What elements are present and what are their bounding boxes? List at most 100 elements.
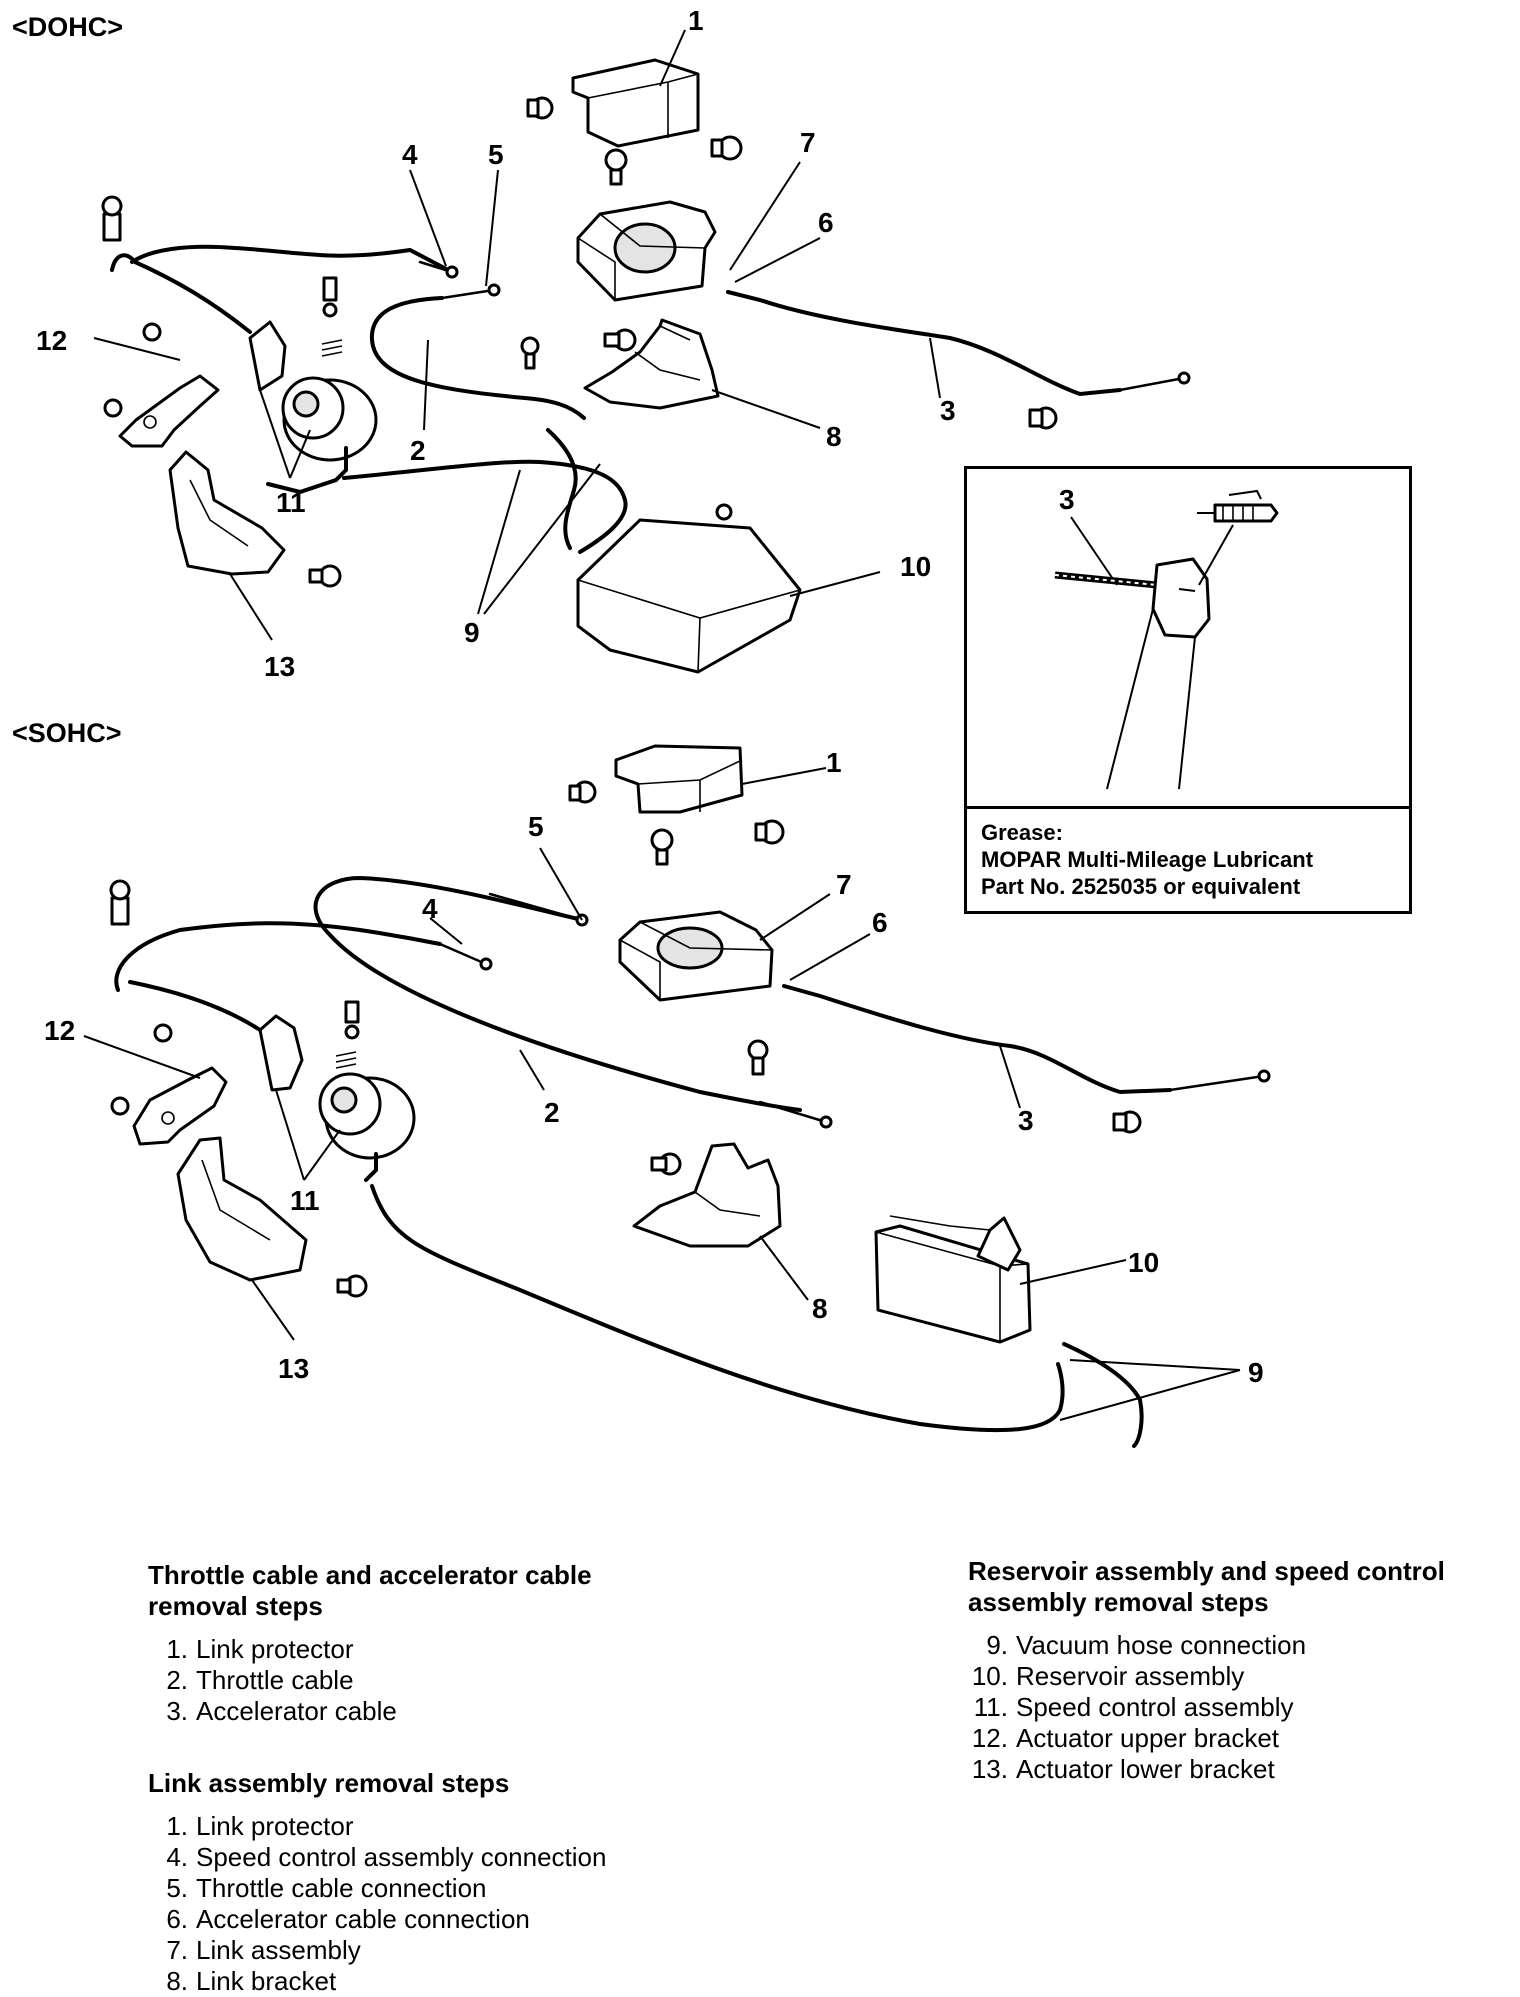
dohc-speed-control-actuator [248,320,378,495]
sohc-vacuum-hose-b [1062,1342,1144,1448]
sohc-link-assembly [618,910,774,1002]
reservoir-steps-title-line-1: Reservoir assembly and speed control [968,1556,1445,1586]
dohc-callout-9: 9 [464,617,480,648]
dohc-callout-4: 4 [402,139,418,170]
sohc-bolt-11b [335,1051,357,1069]
dohc-callout-5: 5 [488,139,504,170]
list-item: 13.Actuator lower bracket [971,1754,1275,1784]
dohc-callout-6: 6 [818,207,834,238]
sohc-callout-13: 13 [278,1353,309,1384]
throttle-steps-title-line-2: removal steps [148,1591,323,1621]
sohc-bolt-8b [747,1039,769,1076]
dohc-bolt-1b [710,135,743,161]
sohc-callout-6: 6 [872,907,888,938]
dohc-callout-11: 11 [276,487,306,518]
sohc-reservoir [874,1215,1032,1344]
sohc-callout-4: 4 [422,893,438,924]
dohc-throttle-cable-end [440,288,496,300]
list-item: 4.Speed control assembly connection [166,1842,607,1872]
dohc-vacuum-hose-b [546,428,578,550]
sohc-link-protector [614,744,744,814]
list-item: 11.Speed control assembly [973,1692,1294,1722]
dohc-bolt-11a [322,276,338,318]
grease-tube-icon [1197,489,1279,523]
sohc-nut-12b [110,1096,130,1116]
link-steps-title: Link assembly removal steps [148,1768,510,1798]
reservoir-steps-title-line-2: assembly removal steps [968,1587,1269,1617]
list-item: 1.Link protector [166,1634,354,1664]
sohc-heading: <SOHC> [12,718,122,748]
sohc-callout-9: 9 [1248,1357,1264,1388]
grease-note-line-2: MOPAR Multi-Mileage Lubricant [981,847,1314,872]
dohc-callout-12: 12 [36,325,67,356]
grease-note-line-3: Part No. 2525035 or equivalent [981,874,1301,899]
inset-illustration: 3 [1054,484,1279,790]
sohc-bolt-1b [754,819,785,845]
sohc-accelerator-cable [782,984,1172,1095]
sohc-callout-3: 3 [1018,1105,1034,1136]
reservoir-steps-title: Reservoir assembly and speed control ass… [968,1556,1445,1618]
list-item: 1.Link protector [166,1811,354,1841]
dohc-reservoir [576,518,802,674]
grease-detail-inset: 3 Grease: MOPAR Multi-Mileage Lubricant … [964,466,1412,914]
sohc-bolt-8a [650,1152,682,1176]
dohc-bolt-11b [321,339,343,357]
list-item: 9.Vacuum hose connection [986,1630,1307,1660]
dohc-diagram: 1 4 5 7 6 12 2 3 8 11 10 9 13 [36,5,1191,682]
dohc-cable-4-actuator [110,253,252,334]
sohc-nut-12a [153,1023,173,1043]
dohc-bolt-1a [526,96,554,120]
inset-lever-end [1151,557,1211,639]
dohc-actuator-upper-bracket [118,374,220,448]
dohc-heading: <DOHC> [12,12,124,42]
dohc-callout-8: 8 [826,421,842,452]
dohc-actuator-lower-bracket [168,450,286,576]
dohc-accelerator-cable-end [1118,376,1186,392]
sohc-callout-2: 2 [544,1097,560,1128]
sohc-bolt-13 [336,1274,368,1298]
dohc-callout-10: 10 [900,551,931,582]
grease-note: Grease: MOPAR Multi-Mileage Lubricant Pa… [967,806,1409,911]
link-assembly-removal-steps: Link assembly removal steps 1.Link prote… [148,1768,606,1997]
list-item: 6.Accelerator cable connection [166,1904,530,1934]
sohc-throttle-cable-end [488,892,584,922]
throttle-steps-list: 1.Link protector 2.Throttle cable 3.Acce… [148,1634,592,1727]
dohc-callout-13: 13 [264,651,295,682]
dohc-callout-2: 2 [410,435,426,466]
sohc-accelerator-cable-end [1168,1074,1266,1092]
sohc-bolt-1a [568,780,597,804]
link-steps-list: 1.Link protector 4.Speed control assembl… [148,1811,606,1997]
list-item: 7.Link assembly [166,1935,361,1965]
list-item: 8.Link bracket [166,1966,337,1996]
dohc-accelerator-cable [726,290,1122,397]
dohc-callout-3: 3 [940,395,956,426]
list-item: 3.Accelerator cable [166,1696,397,1726]
sohc-callout-11: 11 [290,1185,320,1216]
sohc-throttle-cable-tail [758,1100,828,1124]
throttle-cable-removal-steps: Throttle cable and accelerator cable rem… [148,1560,592,1727]
dohc-clip-left [101,195,123,242]
dohc-bolt-3 [1028,406,1058,430]
dohc-callout-1: 1 [688,5,704,36]
sohc-callout-12: 12 [44,1015,75,1046]
sohc-callout-5: 5 [528,811,544,842]
sohc-vacuum-hose-a [370,1184,1065,1433]
grease-note-line-1: Grease: [981,820,1063,845]
dohc-link-assembly [576,200,717,302]
sohc-actuator-upper-bracket [132,1066,228,1146]
sohc-bolt-7 [650,828,674,866]
reservoir-removal-steps: Reservoir assembly and speed control ass… [968,1556,1445,1785]
dohc-link-bracket [583,318,720,410]
list-item: 12.Actuator upper bracket [971,1723,1280,1753]
throttle-steps-title-line-1: Throttle cable and accelerator cable [148,1560,592,1590]
dohc-bolt-8a [603,328,637,352]
sohc-callout-10: 10 [1128,1247,1159,1278]
sohc-bolt-11a [344,1000,360,1040]
reservoir-steps-list: 9.Vacuum hose connection 10.Reservoir as… [968,1630,1445,1785]
dohc-link-protector [571,58,700,148]
list-item: 10.Reservoir assembly [971,1661,1245,1691]
sohc-link-bracket [632,1142,782,1248]
dohc-cable-4 [130,244,454,274]
exploded-view-diagram: 1 4 5 7 6 12 2 3 8 11 10 9 13 [36,5,1271,1448]
sohc-callout-8: 8 [812,1293,828,1324]
